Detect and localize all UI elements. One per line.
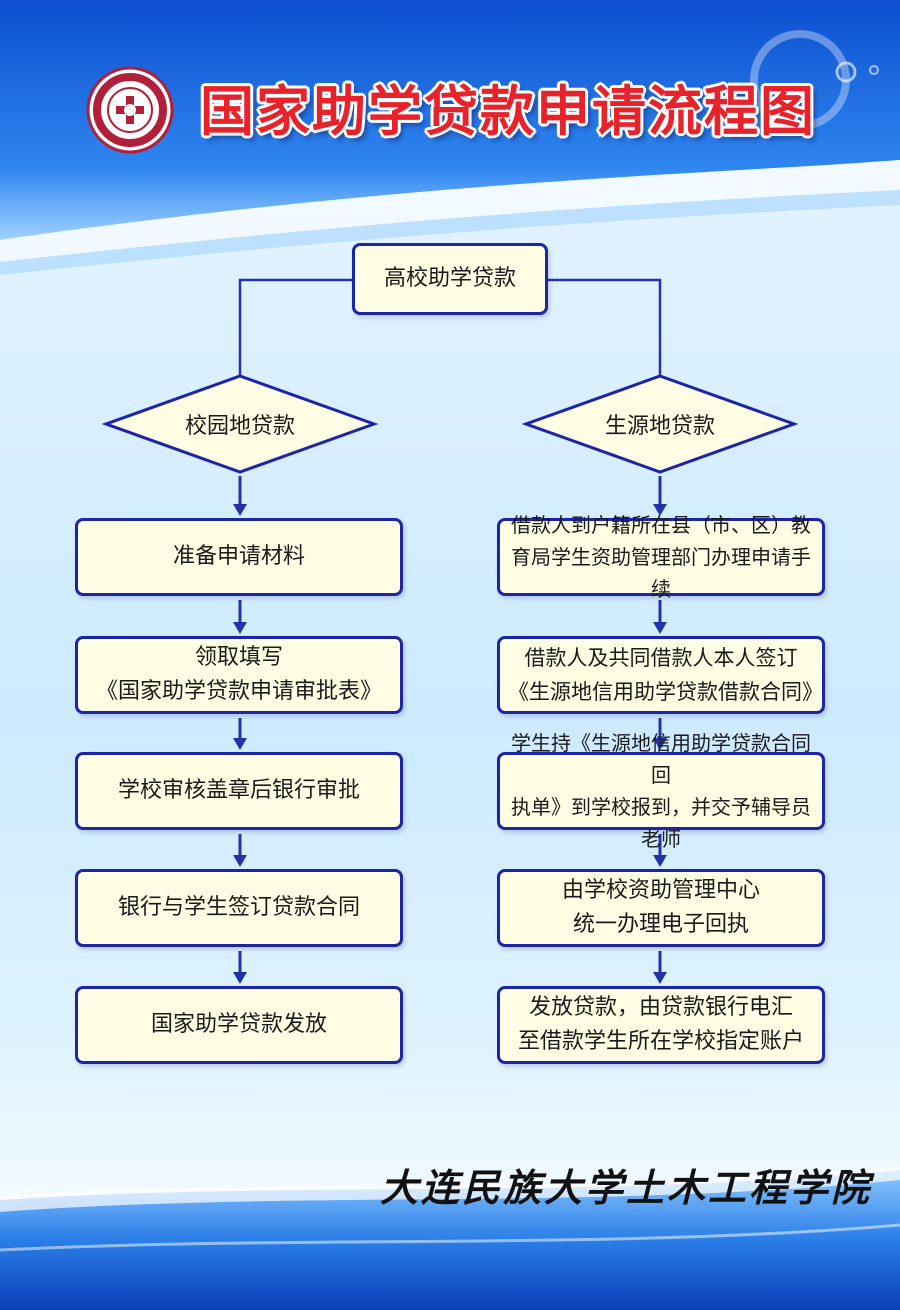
page-title: 国家助学贷款申请流程图 <box>200 80 816 143</box>
top-node-label: 高校助学贷款 <box>383 266 516 291</box>
right-step-1: 借款人到户籍所在县（市、区）教 育局学生资助管理部门办理申请手续 <box>497 513 825 601</box>
right-arrowhead-4 <box>653 855 667 867</box>
right-arrowhead-3 <box>653 738 667 750</box>
decision-diamond-left <box>101 374 379 474</box>
left-step-2-label: 领取填写 《国家助学贷款申请审批表》 <box>95 645 382 704</box>
left-step-1-label: 准备申请材料 <box>172 544 305 569</box>
right-arrowhead-2 <box>653 622 667 634</box>
connector-top-left <box>238 278 352 378</box>
right-step-5-label: 发放贷款，由贷款银行电汇 至借款学生所在学校指定账户 <box>517 995 804 1054</box>
left-arrowhead-4 <box>233 855 247 867</box>
left-arrowhead-2 <box>233 622 247 634</box>
decision-label-left: 校园地贷款 <box>184 414 295 439</box>
left-step-3-label: 学校审核盖章后银行审批 <box>117 778 360 803</box>
left-arrowhead-3 <box>233 738 247 750</box>
left-step-3: 学校审核盖章后银行审批 <box>75 752 403 830</box>
right-step-3: 学生持《生源地信用助学贷款合同回 执单》到学校报到，并交予辅导员老师 <box>497 731 825 851</box>
left-step-5-label: 国家助学贷款发放 <box>150 1012 327 1037</box>
left-step-1: 准备申请材料 <box>75 518 403 596</box>
left-step-2: 领取填写 《国家助学贷款申请审批表》 <box>75 636 403 714</box>
connector-top-right <box>548 278 662 378</box>
right-arrowhead-5 <box>653 972 667 984</box>
left-arrowhead-5 <box>233 972 247 984</box>
right-step-4-label: 由学校资助管理中心 统一办理电子回执 <box>561 878 760 937</box>
right-step-4: 由学校资助管理中心 统一办理电子回执 <box>497 869 825 947</box>
right-step-2: 借款人及共同借款人本人签订 《生源地信用助学贷款借款合同》 <box>497 636 825 714</box>
college-emblem-icon <box>86 66 174 154</box>
decision-label-right: 生源地贷款 <box>604 414 715 439</box>
right-step-5: 发放贷款，由贷款银行电汇 至借款学生所在学校指定账户 <box>497 986 825 1064</box>
left-step-4: 银行与学生签订贷款合同 <box>75 869 403 947</box>
left-step-4-label: 银行与学生签订贷款合同 <box>117 895 360 920</box>
right-step-1-label: 借款人到户籍所在县（市、区）教 育局学生资助管理部门办理申请手续 <box>511 513 811 601</box>
top-node: 高校助学贷款 <box>352 243 548 315</box>
left-arrowhead-1 <box>233 504 247 516</box>
right-step-2-label: 借款人及共同借款人本人签订 《生源地信用助学贷款借款合同》 <box>508 646 823 704</box>
right-arrowhead-1 <box>653 504 667 516</box>
footer-institution: 大连民族大学土木工程学院 <box>380 1165 873 1210</box>
right-step-3-label: 学生持《生源地信用助学贷款合同回 执单》到学校报到，并交予辅导员老师 <box>511 731 811 851</box>
left-step-5: 国家助学贷款发放 <box>75 986 403 1064</box>
decision-diamond-right <box>521 374 799 474</box>
